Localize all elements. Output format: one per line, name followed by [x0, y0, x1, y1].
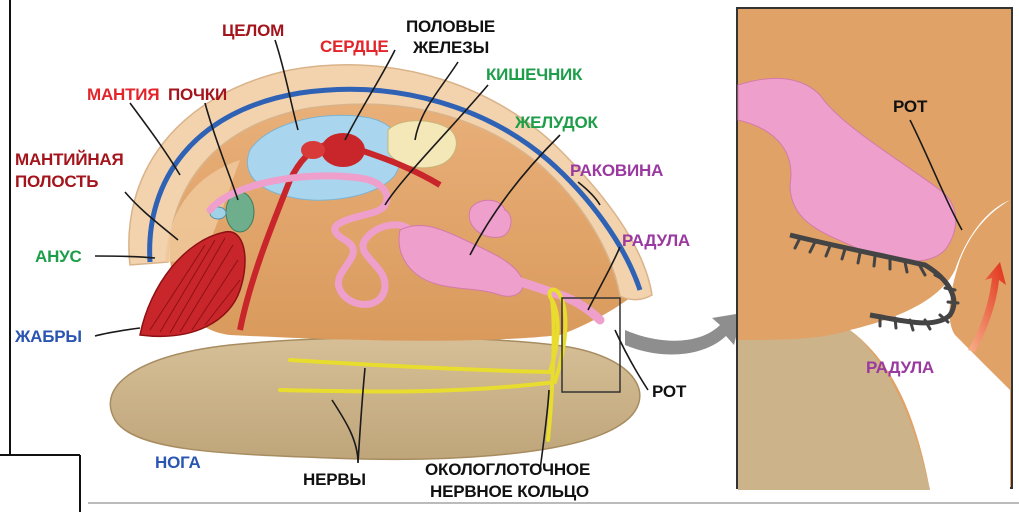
gonads-shape — [388, 121, 456, 168]
label-ring-line1: ОКОЛОГЛОТОЧНОЕ — [425, 460, 590, 479]
label-mantle-cavity-line1: МАНТИЙНАЯ — [15, 150, 124, 169]
label-intestine: КИШЕЧНИК — [486, 65, 583, 84]
label-inset-mouth: РОТ — [893, 97, 928, 116]
heart-shape — [321, 133, 365, 167]
label-inset-radula: РАДУЛА — [866, 358, 934, 377]
heart-atrium — [301, 141, 325, 159]
label-mouth: РОТ — [652, 382, 687, 401]
label-foot: НОГА — [155, 453, 201, 472]
inset-panel — [737, 8, 1012, 490]
label-radula: РАДУЛА — [622, 231, 690, 250]
label-shell: РАКОВИНА — [570, 161, 663, 180]
label-mantle: МАНТИЯ — [87, 85, 159, 104]
label-mantle-cavity-line2: ПОЛОСТЬ — [15, 172, 98, 191]
zoom-arrow — [625, 313, 742, 355]
label-gills: ЖАБРЫ — [14, 327, 82, 346]
label-nerves: НЕРВЫ — [303, 470, 366, 489]
label-ring-line2: НЕРВНОЕ КОЛЬЦО — [430, 482, 589, 501]
label-gonads-line1: ПОЛОВЫЕ — [406, 17, 495, 36]
label-heart: СЕРДЦЕ — [320, 37, 389, 56]
label-gonads-line2: ЖЕЛЕЗЫ — [412, 38, 489, 57]
label-stomach: ЖЕЛУДОК — [514, 113, 598, 132]
label-kidneys: ПОЧКИ — [168, 85, 227, 104]
label-coelom: ЦЕЛОМ — [222, 21, 284, 40]
label-anus: АНУС — [35, 247, 82, 266]
